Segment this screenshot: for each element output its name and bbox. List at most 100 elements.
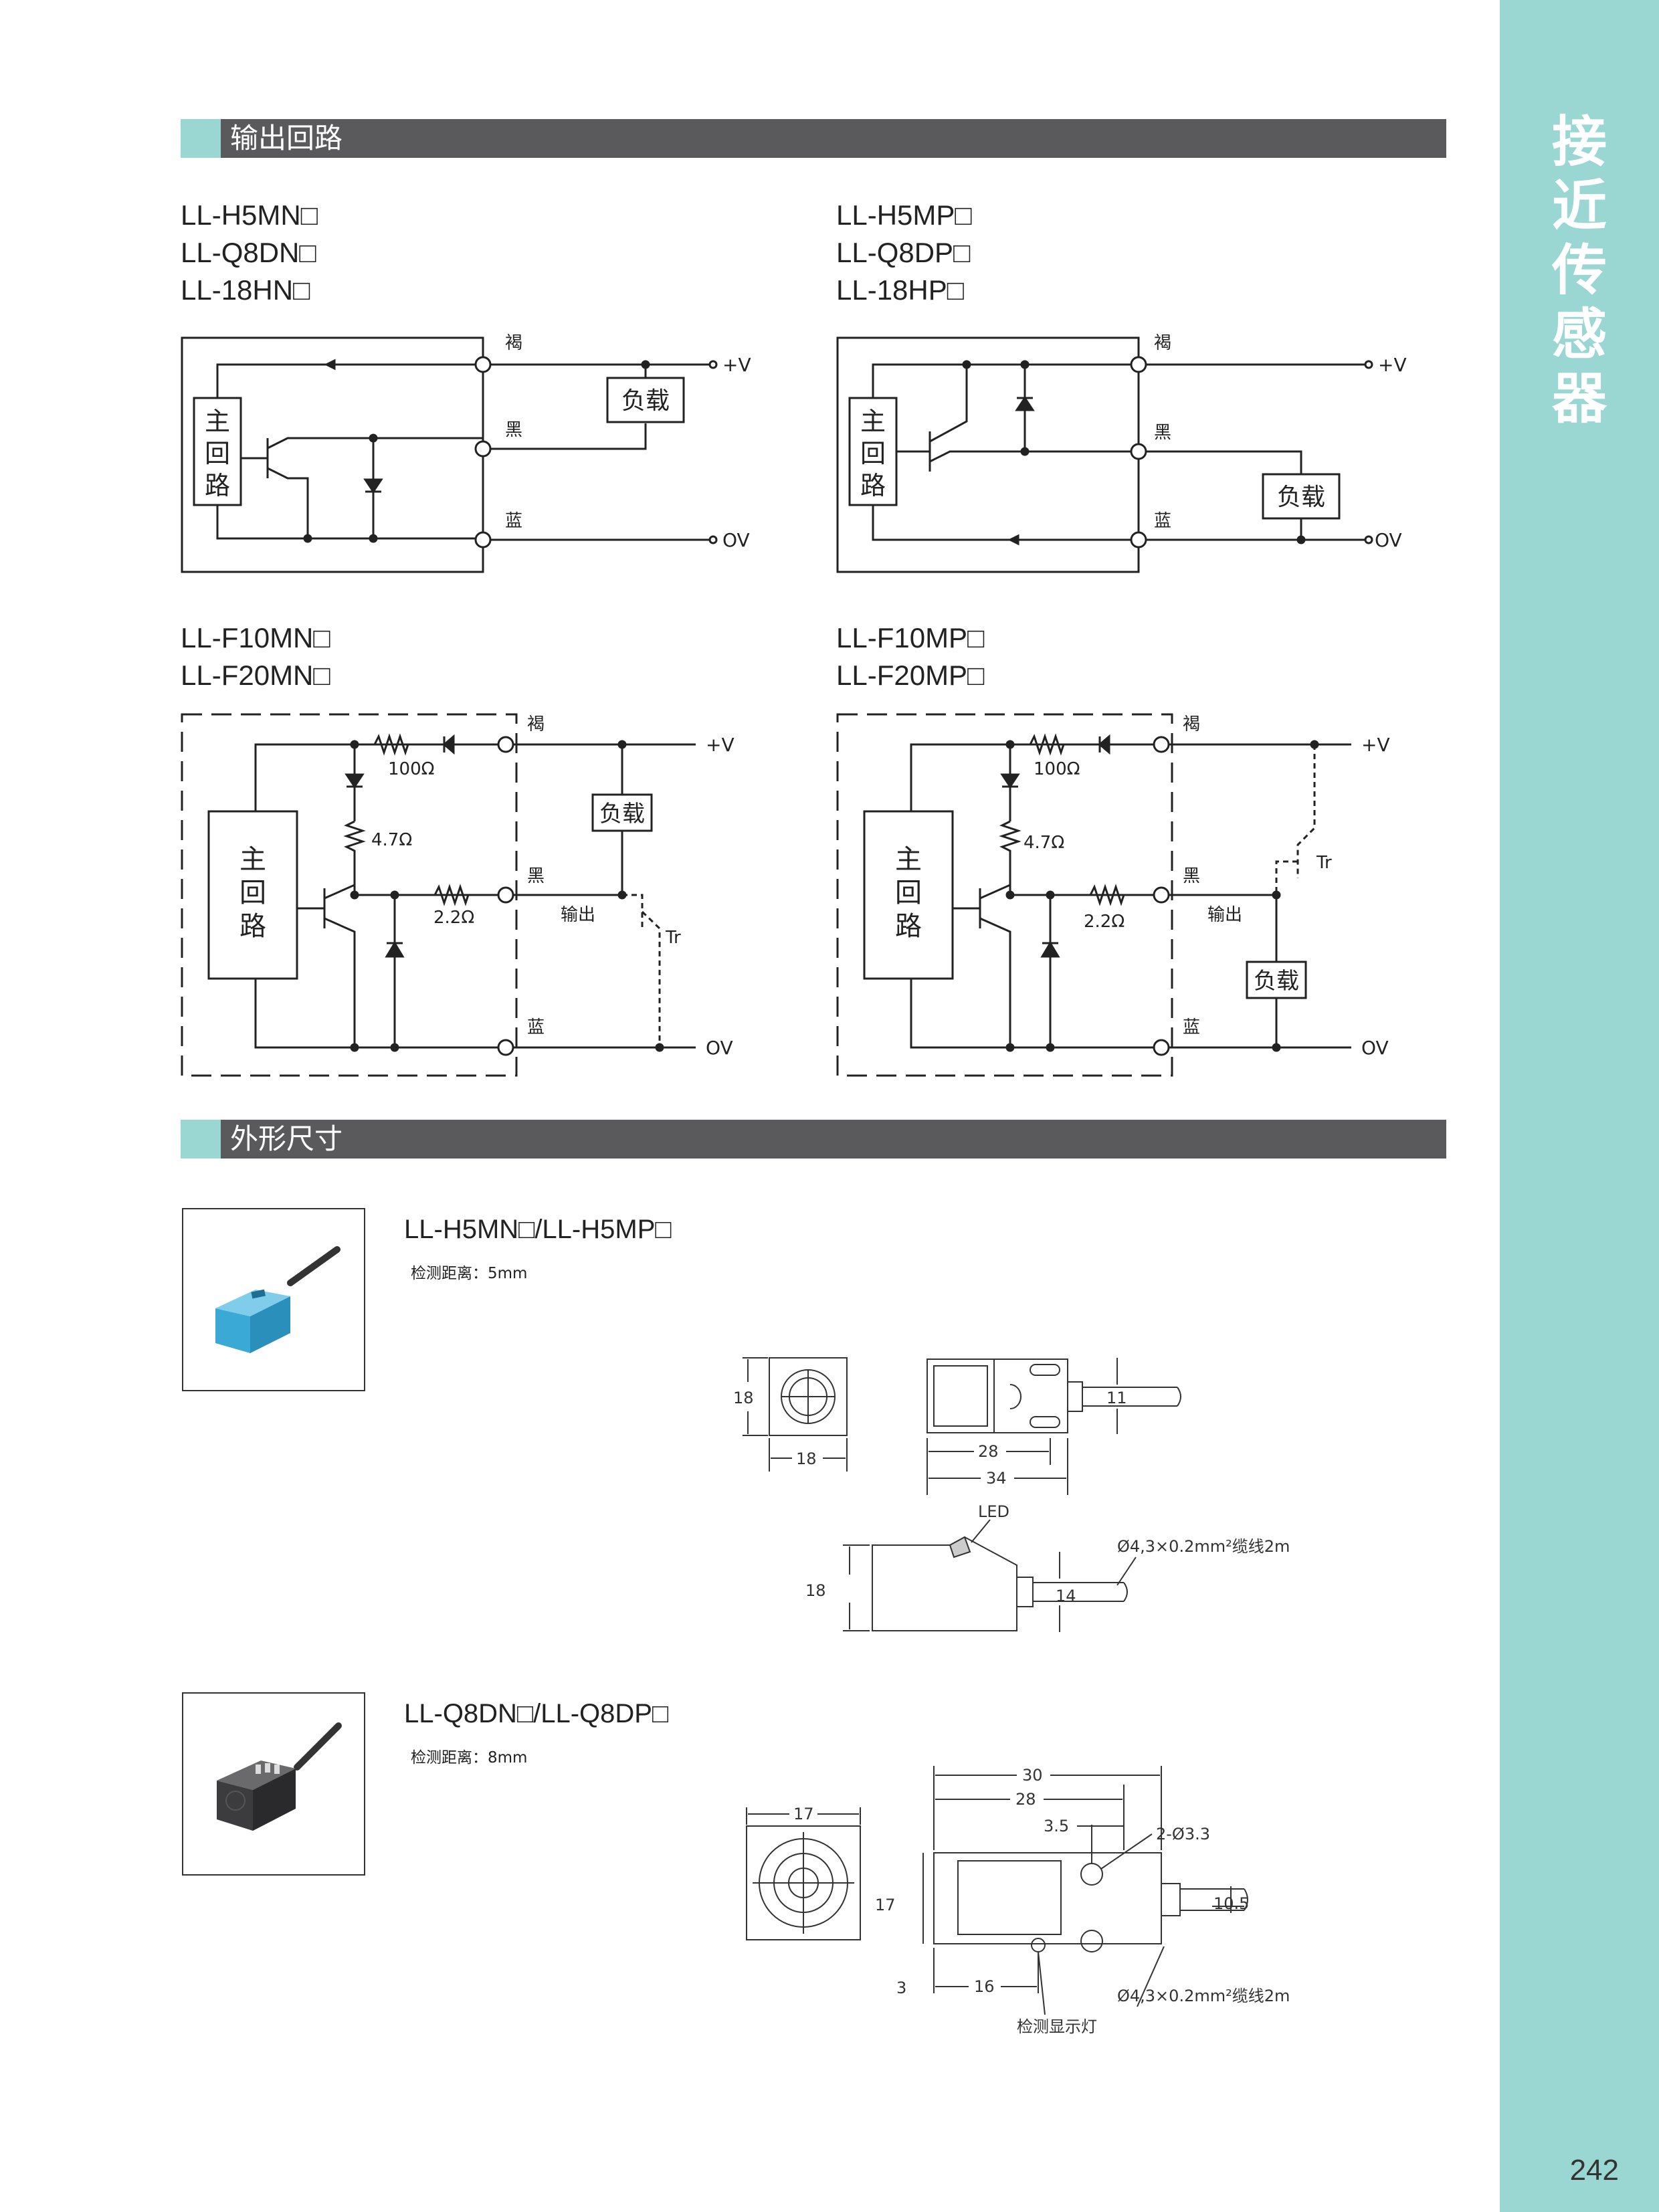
sensor-front-face: [217, 1781, 253, 1831]
wire-color-label: 褐: [1183, 714, 1200, 734]
dim-label: 18: [796, 1449, 817, 1468]
diode-symbol: [324, 359, 336, 371]
junction: [962, 360, 971, 369]
terminal-black: [1153, 886, 1170, 904]
side-view: [926, 1359, 1068, 1433]
junction: [350, 890, 359, 900]
wire: [490, 423, 647, 450]
resistor-4-7: [999, 820, 1021, 895]
dim-label: 17: [793, 1805, 814, 1823]
wire: [872, 505, 1139, 541]
dim-label: 30: [1022, 1766, 1043, 1785]
wire: [1146, 450, 1302, 474]
section-title: 外形尺寸: [230, 1122, 343, 1155]
dim-label: 11: [1106, 1389, 1127, 1407]
model-name: LL-Q8DN□: [181, 237, 316, 268]
main-circuit-label: 路: [860, 471, 886, 500]
dim-label: 3.5: [1044, 1817, 1069, 1835]
model-name: LL-F10MP□: [836, 622, 985, 653]
f-pnp-model-list: LL-F10MP□ LL-F20MP□: [836, 619, 984, 694]
resistor-2-2: [433, 884, 470, 906]
sidebar-char: 接: [1551, 110, 1607, 174]
section-accent: [181, 119, 221, 158]
junction: [1296, 535, 1306, 544]
cable-gland: [1067, 1381, 1083, 1412]
led-cutout: [1009, 1384, 1021, 1409]
zener-diode: [385, 941, 405, 958]
npn-model-list: LL-H5MN□ LL-Q8DN□ LL-18HN□: [181, 197, 318, 309]
sensor-side-face: [250, 1296, 290, 1353]
slot: [1030, 1416, 1060, 1428]
wire: [979, 883, 1161, 900]
product-photo-frame: [182, 1692, 365, 1876]
pnp-model-list: LL-H5MP□ LL-Q8DP□ LL-18HP□: [836, 197, 972, 309]
model-name: LL-F20MN□: [181, 660, 330, 691]
main-circuit-box: [193, 397, 242, 506]
wire: [929, 365, 968, 443]
sidebar-char: 近: [1551, 175, 1607, 238]
led-indicator: [251, 1289, 266, 1299]
load-box: [606, 377, 685, 423]
terminal-end: [1364, 535, 1373, 544]
product-photo-h5: [215, 1246, 340, 1353]
product-name: LL-Q8DN□/LL-Q8DP□: [404, 1699, 669, 1728]
junction: [350, 1043, 359, 1052]
main-circuit-label: 回: [860, 439, 886, 468]
wire-color-label: 黑: [1183, 866, 1200, 886]
external-transistor-dashed: [1275, 744, 1316, 895]
transistor-label: Tr: [1316, 853, 1332, 873]
zener-diode: [1040, 941, 1060, 958]
led-label: LED: [978, 1502, 1009, 1521]
output-label: 输出: [561, 905, 595, 925]
load-box: [1246, 961, 1307, 999]
resistor-2-2: [1089, 884, 1125, 906]
mount-hole: [1080, 1930, 1103, 1952]
sensor-front-face: [215, 1308, 250, 1353]
dimension-drawing-q8: 17 17 30 28 3.5 2-Ø3.3 10.5 16 3 检测显示灯 Ø…: [746, 1766, 1290, 2036]
junction: [641, 360, 650, 369]
wire-color-label: 黑: [527, 866, 545, 886]
junction: [1005, 890, 1015, 900]
led-indicator: [265, 1763, 270, 1773]
dim-label: 28: [1015, 1790, 1036, 1809]
wire: [929, 450, 1139, 463]
cable-spec: Ø4,3×0.2mm²缆线2m: [1117, 1537, 1290, 1556]
top-view: [933, 1852, 1162, 1944]
slot: [1030, 1364, 1060, 1376]
terminal-brown: [1130, 356, 1147, 373]
dim-label: 3: [896, 1979, 906, 1997]
indicator-label: 检测显示灯: [1017, 2017, 1097, 2036]
sidebar-band: [1500, 0, 1659, 2212]
wire-color-label: 蓝: [1154, 511, 1171, 531]
wire: [910, 743, 1161, 811]
product-name: LL-H5MN□/LL-H5MP□: [404, 1215, 672, 1244]
model-name: LL-18HP□: [836, 274, 965, 306]
wire-color-label: 蓝: [505, 511, 522, 531]
led-lens: [949, 1536, 971, 1559]
sidebar-title: 接 近 传 感 器: [1529, 110, 1630, 431]
terminal-end: [1364, 360, 1373, 369]
section-title: 输出回路: [230, 122, 343, 155]
wire-color-label: 蓝: [527, 1017, 545, 1037]
sensor-top-face: [215, 1290, 290, 1316]
resistor-value: 2.2Ω: [433, 908, 474, 928]
dimension-drawing-h5: 18 18 11 28 34 LED 18 14 Ø4,3×0.2mm²缆线2m: [733, 1357, 1290, 1632]
voltage-label: +V: [1361, 734, 1390, 756]
sensing-distance: 检测距离：5mm: [411, 1265, 528, 1282]
diode-symbol: [1007, 534, 1019, 546]
mount-hole: [1080, 1863, 1103, 1886]
model-name: LL-H5MN□: [181, 199, 318, 231]
f-npn-model-list: LL-F10MN□ LL-F20MN□: [181, 619, 330, 694]
resistor-value: 4.7Ω: [371, 830, 412, 850]
load-box: [1262, 473, 1341, 520]
resistor-100: [1029, 733, 1065, 756]
model-name: LL-Q8DP□: [836, 237, 971, 268]
led-indicator: [274, 1765, 280, 1774]
leader-line: [1137, 1946, 1165, 2007]
wire: [267, 467, 309, 538]
wire-color-label: 黑: [1154, 423, 1171, 443]
wire: [324, 883, 506, 900]
load-label: 负载: [1254, 968, 1299, 995]
npn-output-circuit: 主 回 路 负载 褐 黑 蓝 +V OV: [181, 333, 751, 573]
terminal-end: [708, 360, 718, 369]
